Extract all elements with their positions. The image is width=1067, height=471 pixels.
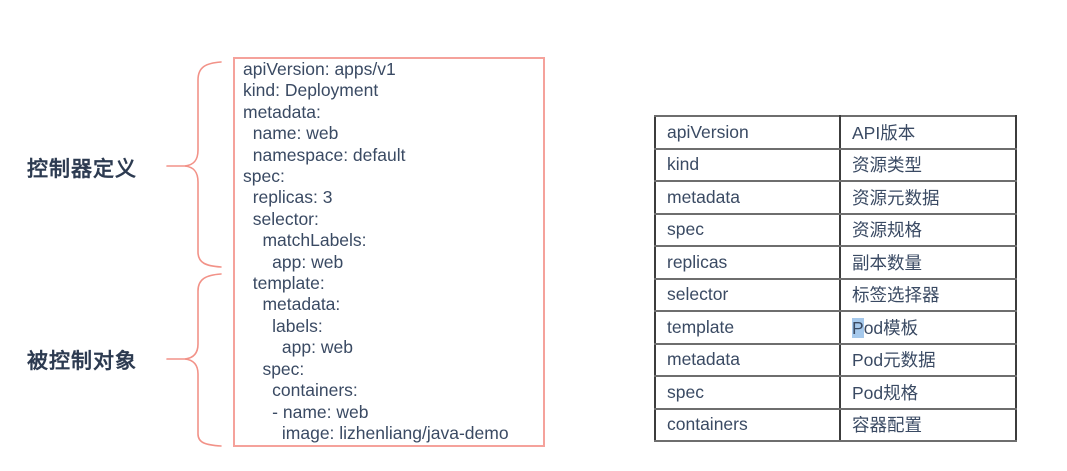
field-description-text: od模板 (863, 317, 919, 338)
pod-template-brace (184, 273, 222, 447)
field-description-cell: Pod模板 (839, 310, 1017, 345)
field-name-cell: spec (654, 212, 841, 247)
field-description-cell: 容器配置 (839, 407, 1017, 442)
table-row: apiVersion API版本 (654, 115, 1017, 150)
table-row: metadata Pod元数据 (654, 342, 1017, 377)
field-name-cell: selector (654, 277, 841, 312)
controlled-object-label: 被控制对象 (27, 350, 137, 373)
table-row: metadata 资源元数据 (654, 180, 1017, 215)
field-name-cell: kind (654, 147, 841, 182)
field-description-cell: 资源类型 (839, 147, 1017, 182)
field-name-cell: metadata (654, 180, 841, 215)
field-name-cell: spec (654, 375, 841, 410)
table-row: spec Pod规格 (654, 375, 1017, 410)
table-row: replicas 副本数量 (654, 245, 1017, 280)
controller-brace (184, 61, 222, 268)
controller-definition-label: 控制器定义 (27, 158, 137, 181)
field-description-cell: Pod元数据 (839, 342, 1017, 377)
field-name-cell: replicas (654, 245, 841, 280)
field-description-table: apiVersion API版本 kind 资源类型 metadata 资源元数… (654, 115, 1017, 442)
table-row: containers 容器配置 (654, 407, 1017, 442)
field-name-cell: apiVersion (654, 115, 841, 150)
table-row: spec 资源规格 (654, 212, 1017, 247)
table-row: kind 资源类型 (654, 147, 1017, 182)
deployment-yaml-code: apiVersion: apps/v1 kind: Deployment met… (243, 59, 509, 443)
field-description-cell: Pod规格 (839, 375, 1017, 410)
table-row: selector 标签选择器 (654, 277, 1017, 312)
selection-highlight: P (852, 317, 864, 338)
field-description-cell: 标签选择器 (839, 277, 1017, 312)
deployment-yaml-panel: apiVersion: apps/v1 kind: Deployment met… (233, 57, 545, 447)
field-name-cell: metadata (654, 342, 841, 377)
field-description-cell: 资源规格 (839, 212, 1017, 247)
table-row: template Pod模板 (654, 310, 1017, 345)
field-description-cell: API版本 (839, 115, 1017, 150)
field-name-cell: template (654, 310, 841, 345)
field-description-cell: 副本数量 (839, 245, 1017, 280)
field-name-cell: containers (654, 407, 841, 442)
field-description-cell: 资源元数据 (839, 180, 1017, 215)
